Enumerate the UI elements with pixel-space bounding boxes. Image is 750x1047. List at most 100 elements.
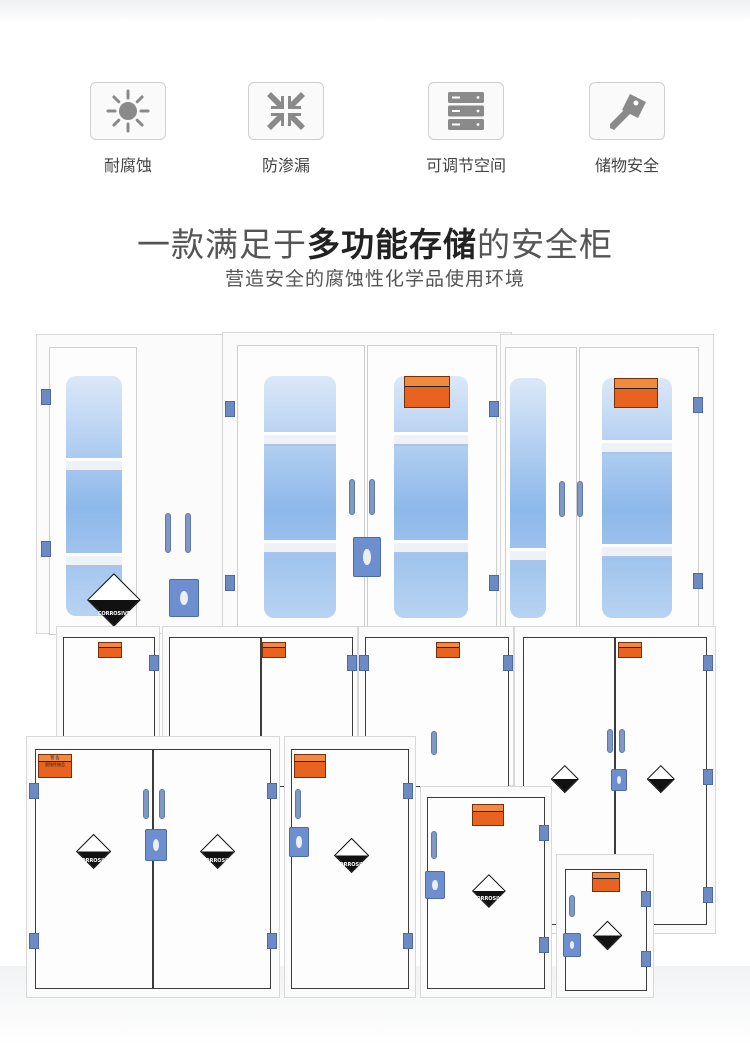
feature-label: 储物安全 — [594, 156, 659, 175]
feature-corrosion-resistant: 耐腐蚀 — [73, 82, 183, 176]
door-handle[interactable] — [431, 831, 437, 859]
warning-label — [262, 642, 286, 658]
feature-icon-box — [428, 82, 504, 140]
cabinet-door: CORROSIVE — [427, 797, 545, 989]
tall-cabinet-right — [500, 334, 714, 635]
shelf — [394, 540, 468, 554]
feature-adjustable-space: 可调节空间 — [411, 82, 521, 176]
hinge — [149, 655, 159, 671]
warning-label — [614, 378, 658, 408]
product-image: CORROSIVE — [0, 326, 750, 1047]
door-lock[interactable] — [425, 871, 445, 899]
hinge — [489, 575, 499, 591]
corrosive-sign — [647, 765, 675, 793]
hinge — [403, 783, 413, 799]
hinge — [403, 933, 413, 949]
hinge — [641, 951, 651, 967]
hinge — [29, 933, 39, 949]
warning-label — [98, 642, 122, 658]
front-cabinet-small — [556, 854, 654, 998]
drawers-icon — [448, 92, 484, 130]
corrosive-sign — [551, 765, 579, 793]
warning-label — [618, 642, 642, 658]
corrosive-sign: CORROSIVE — [87, 573, 141, 627]
door-handle[interactable] — [559, 481, 565, 517]
warning-label — [294, 754, 326, 778]
headline: 一款满足于多功能存储的安全柜 — [0, 218, 750, 266]
hinge — [489, 401, 499, 417]
door-handle[interactable] — [369, 479, 375, 515]
shelf — [264, 540, 336, 554]
door-handle[interactable] — [569, 895, 575, 917]
cabinet-door — [505, 347, 577, 635]
door-handle[interactable] — [185, 513, 191, 553]
cabinet-door — [237, 345, 365, 635]
door-lock[interactable] — [145, 829, 167, 861]
feature-icon-box — [90, 82, 166, 140]
hinge — [703, 655, 713, 671]
warning-label — [436, 642, 460, 658]
hinge — [503, 655, 513, 671]
corrosive-sign: CORROSIVE — [76, 834, 112, 870]
front-cabinet-medium: CORROSIVE — [420, 786, 552, 998]
warning-label — [472, 804, 504, 826]
glass-window — [394, 376, 468, 618]
hinge — [703, 887, 713, 903]
headline-bold: 多功能存储 — [307, 225, 477, 264]
subline: 营造安全的腐蚀性化学品使用环境 — [224, 268, 525, 290]
warning-label — [592, 872, 620, 892]
door-lock[interactable] — [353, 537, 381, 577]
hinge — [225, 575, 235, 591]
corrosive-sign: CORROSIVE — [472, 874, 506, 908]
hinge — [641, 891, 651, 907]
hinge — [29, 783, 39, 799]
shelf — [264, 432, 336, 446]
feature-icon-box — [248, 82, 324, 140]
feature-label: 防渗漏 — [261, 156, 310, 175]
corrosive-sign: CORROSIVE — [334, 838, 370, 874]
sun-icon — [106, 89, 150, 133]
door-handle[interactable] — [165, 513, 171, 553]
cabinet-door: 警 告 腐蚀性物品 CORROSIVE — [35, 749, 153, 989]
feature-label: 耐腐蚀 — [103, 156, 152, 175]
hinge — [267, 933, 277, 949]
door-handle[interactable] — [431, 731, 437, 755]
cabinet-door — [367, 345, 497, 635]
feature-icon-box — [589, 82, 665, 140]
door-handle[interactable] — [143, 789, 149, 819]
door-lock[interactable] — [289, 827, 309, 857]
door-handle[interactable] — [619, 729, 625, 753]
tall-cabinet-left: CORROSIVE — [36, 334, 236, 635]
top-gradient — [0, 0, 750, 22]
shelf — [66, 458, 122, 472]
hinge — [693, 397, 703, 413]
door-lock[interactable] — [611, 769, 627, 791]
warning-label: 警 告 腐蚀性物品 — [38, 754, 72, 778]
feature-row: 耐腐蚀 防渗漏 — [0, 82, 750, 182]
hinge — [225, 401, 235, 417]
door-lock[interactable] — [169, 579, 199, 617]
headline-part2: 的安全柜 — [477, 225, 613, 264]
compress-arrows-icon — [267, 92, 305, 130]
hinge — [539, 937, 549, 953]
glass-window — [602, 378, 672, 618]
corrosive-sign: CORROSIVE — [200, 834, 236, 870]
glass-window — [510, 378, 546, 618]
door-handle[interactable] — [607, 729, 613, 753]
shelf — [394, 432, 468, 446]
shelf — [66, 553, 122, 567]
tall-cabinet-center — [222, 332, 512, 635]
shelf — [510, 548, 546, 562]
feature-leak-proof: 防渗漏 — [231, 82, 341, 176]
hinge — [703, 769, 713, 785]
hinge — [347, 655, 357, 671]
door-lock[interactable] — [563, 933, 581, 957]
headline-part1: 一款满足于 — [137, 225, 307, 264]
door-handle[interactable] — [577, 481, 583, 517]
door-handle[interactable] — [159, 789, 165, 819]
key-icon — [610, 94, 646, 130]
cabinet-door: CORROSIVE — [291, 749, 409, 989]
door-handle[interactable] — [349, 479, 355, 515]
cabinet-door — [565, 869, 647, 991]
door-handle[interactable] — [295, 789, 301, 819]
